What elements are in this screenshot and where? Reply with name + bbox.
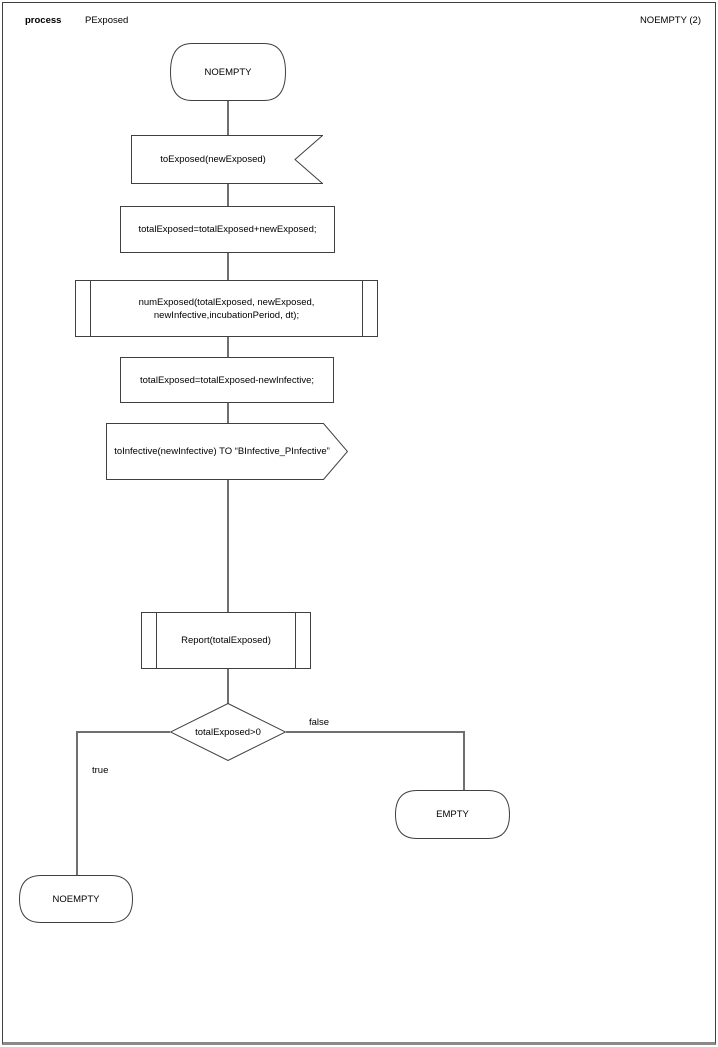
state-start-symbol[interactable]: NOEMPTY [170,43,286,101]
input-signal-label: toExposed(newExposed) [160,154,266,165]
task-add-label: totalExposed=totalExposed+newExposed; [138,224,317,235]
output-signal-shape [106,423,348,480]
output-signal-symbol[interactable]: toInfective(newInfective) TO “BInfective… [106,423,348,480]
procedure-shape [141,612,311,669]
decision-shape [170,703,286,761]
procedure-numexposed-label: numExposed(totalExposed, newExposed, new… [138,296,315,321]
task-subtract-symbol[interactable]: totalExposed=totalExposed-newInfective; [120,357,334,403]
procedure-report-symbol[interactable]: Report(totalExposed) [141,612,311,669]
state-shape [19,875,133,923]
procedure-report-label: Report(totalExposed) [181,635,271,646]
decision-diamond[interactable]: totalExposed>0 [170,703,286,761]
state-noempty-symbol[interactable]: NOEMPTY [19,875,133,923]
state-shape [170,43,286,101]
input-signal-shape [131,135,323,184]
task-add-symbol[interactable]: totalExposed=totalExposed+newExposed; [120,206,335,253]
state-empty-symbol[interactable]: EMPTY [395,790,510,839]
decision-label: totalExposed>0 [195,726,261,738]
task-shape [120,357,334,403]
procedure-numexposed-symbol[interactable]: numExposed(totalExposed, newExposed, new… [75,280,378,337]
state-start-label: NOEMPTY [204,66,252,78]
output-signal-label: toInfective(newInfective) TO “BInfective… [114,446,330,457]
branch-false-label: false [309,717,330,728]
process-name: PExposed [85,15,129,26]
input-signal-symbol[interactable]: toExposed(newExposed) [131,135,323,184]
state-shape [395,790,510,839]
branch-true-label: true [92,765,109,776]
diagram-kind-label: process [25,15,62,26]
page-state-ref: NOEMPTY (2) [639,15,701,26]
state-empty-label: EMPTY [436,809,469,820]
task-subtract-label: totalExposed=totalExposed-newInfective; [139,374,314,386]
procedure-shape [75,280,378,337]
state-noempty-label: NOEMPTY [52,893,100,905]
task-shape [120,206,335,253]
